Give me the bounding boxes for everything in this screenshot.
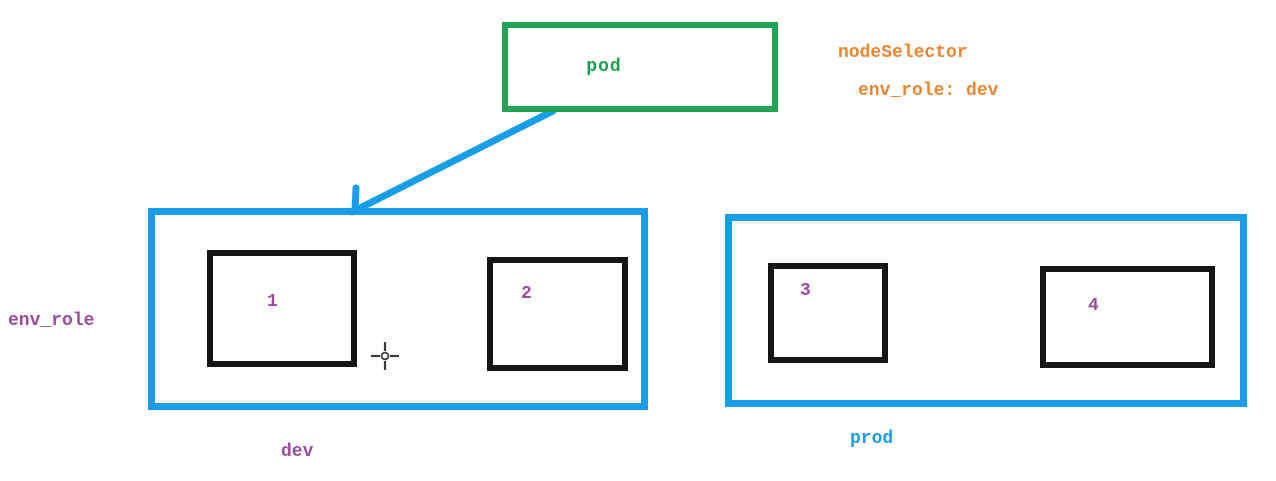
- node-selector-title: nodeSelector: [838, 43, 968, 63]
- env-role-label: env_role: [8, 311, 95, 331]
- node-box-3: 3: [768, 263, 888, 363]
- node-box-2: 2: [487, 257, 628, 371]
- node-number: 3: [800, 281, 811, 301]
- pod-label: pod: [586, 57, 622, 77]
- node-group-dev: 1 2: [148, 208, 648, 410]
- node-box-4: 4: [1040, 266, 1215, 368]
- node-selector-rule: env_role: dev: [858, 81, 999, 101]
- node-group-prod: 3 4: [725, 214, 1247, 407]
- prod-group-caption: prod: [850, 429, 894, 449]
- node-number: 4: [1088, 296, 1099, 316]
- node-number: 1: [267, 292, 278, 312]
- node-box-1: 1: [207, 250, 357, 367]
- node-number: 2: [521, 284, 532, 304]
- pod-box: pod: [502, 22, 778, 112]
- dev-group-caption: dev: [281, 442, 314, 462]
